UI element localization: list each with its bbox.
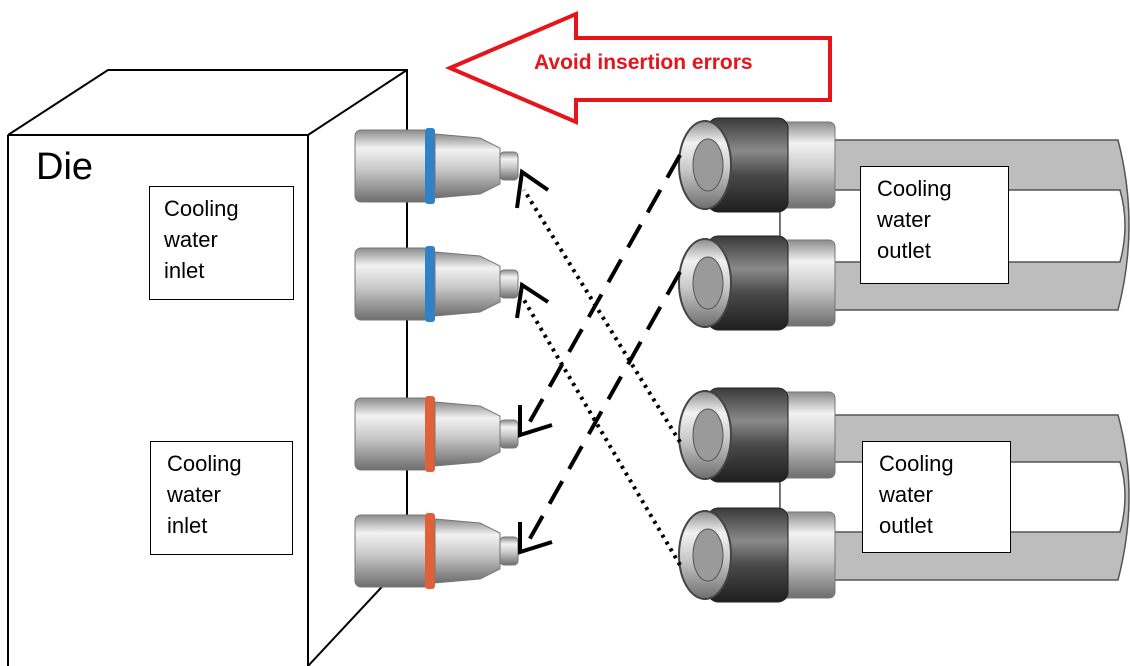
ring-blue — [425, 128, 435, 204]
male-plug-1 — [354, 128, 519, 204]
female-socket-2 — [678, 235, 836, 331]
female-socket-1 — [678, 117, 836, 213]
arrow-head-1 — [515, 168, 550, 209]
die-title: Die — [36, 146, 94, 188]
dotted-arrow-2 — [522, 298, 682, 567]
ring-orange — [425, 396, 435, 472]
male-plug-4 — [354, 513, 519, 589]
socket-group — [678, 117, 836, 603]
arrow-head-3 — [518, 405, 553, 438]
label-cooling-water-outlet-bottom: Cooling water outlet — [862, 441, 1011, 553]
female-socket-4 — [678, 507, 836, 603]
die-block — [7, 69, 408, 666]
arrow-head-4 — [518, 522, 553, 555]
label-cooling-water-inlet-bottom: Cooling water inlet — [150, 441, 293, 555]
male-plug-3 — [354, 396, 519, 472]
female-socket-3 — [678, 387, 836, 483]
ring-orange — [425, 513, 435, 589]
dashed-arrow-1 — [526, 154, 682, 426]
dashed-arrows — [526, 154, 682, 543]
plug-group — [354, 128, 519, 589]
dashed-arrow-2 — [526, 271, 682, 543]
arrow-heads — [515, 168, 553, 555]
label-cooling-water-outlet-top: Cooling water outlet — [860, 166, 1009, 284]
dotted-arrows — [522, 188, 682, 567]
male-plug-2 — [354, 246, 519, 322]
label-cooling-water-inlet-top: Cooling water inlet — [149, 186, 294, 300]
warning-arrow-banner — [444, 10, 832, 126]
ring-blue — [425, 246, 435, 322]
dotted-arrow-1 — [522, 188, 682, 444]
arrow-head-2 — [515, 281, 550, 319]
warning-arrow-text: Avoid insertion errors — [534, 51, 753, 74]
